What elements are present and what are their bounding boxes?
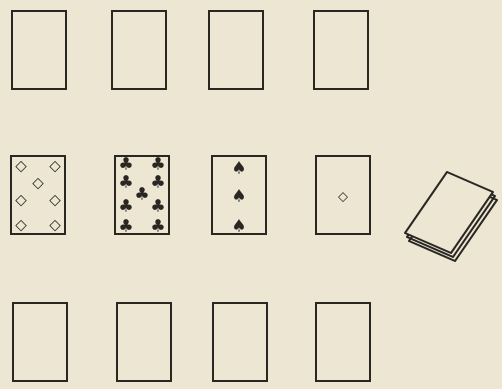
clubs-pip-icon: ♣: [118, 157, 133, 174]
spades-pip-icon: ♠: [231, 219, 246, 236]
diamonds-pip-icon: ◇: [15, 193, 27, 208]
top-slot-4[interactable]: [313, 10, 369, 90]
bottom-slot-1[interactable]: [12, 302, 68, 382]
clubs-pip-icon: ♣: [134, 187, 149, 204]
card-three-of-spades[interactable]: ♠ ♠ ♠: [211, 155, 267, 235]
diamonds-pip-icon: ◇: [49, 193, 61, 208]
top-slot-3[interactable]: [208, 10, 264, 90]
diamonds-pip-icon: ◇: [49, 218, 61, 233]
diamonds-pip-icon: ◇: [32, 176, 44, 191]
bottom-slot-4[interactable]: [315, 302, 371, 382]
card-seven-of-diamonds[interactable]: ◇ ◇ ◇ ◇ ◇ ◇ ◇: [10, 155, 66, 235]
top-slot-1[interactable]: [11, 10, 67, 90]
top-slot-2[interactable]: [111, 10, 167, 90]
card-nine-of-clubs[interactable]: ♣♣♣♣♣♣♣♣♣: [114, 155, 170, 235]
spades-pip-icon: ♠: [231, 161, 246, 178]
diamonds-pip-icon: ◇: [338, 191, 348, 204]
clubs-pip-icon: ♣: [150, 199, 165, 216]
clubs-pip-icon: ♣: [150, 175, 165, 192]
diamonds-pip-icon: ◇: [49, 159, 61, 174]
card-deck-icon[interactable]: [400, 162, 502, 274]
clubs-pip-icon: ♣: [150, 219, 165, 236]
diamonds-pip-icon: ◇: [15, 159, 27, 174]
diamonds-pip-icon: ◇: [15, 218, 27, 233]
bottom-slot-2[interactable]: [116, 302, 172, 382]
clubs-pip-icon: ♣: [118, 175, 133, 192]
clubs-pip-icon: ♣: [118, 219, 133, 236]
bottom-slot-3[interactable]: [212, 302, 268, 382]
spades-pip-icon: ♠: [231, 189, 246, 206]
clubs-pip-icon: ♣: [118, 199, 133, 216]
clubs-pip-icon: ♣: [150, 157, 165, 174]
card-ace-of-diamonds[interactable]: ◇: [315, 155, 371, 235]
